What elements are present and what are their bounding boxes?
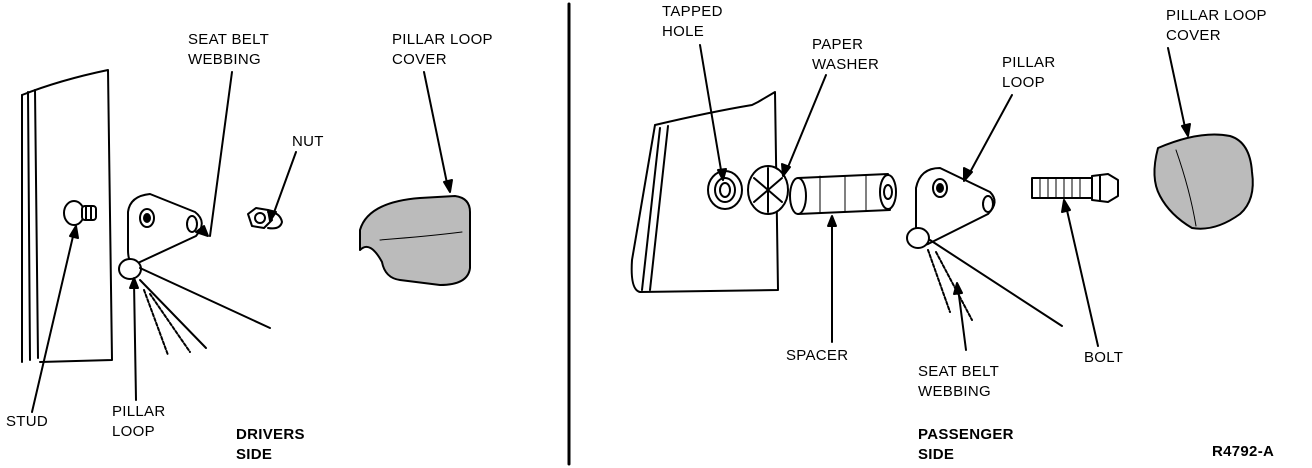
passenger-side-seat-belt-webbing xyxy=(928,240,1062,326)
label-seat-belt-webbing-left: SEAT BELT WEBBING xyxy=(188,31,270,68)
label-paper-washer: PAPER WASHER xyxy=(812,36,880,73)
passenger-side-pillar-panel xyxy=(632,92,778,292)
figure-code: R4792-A xyxy=(1212,443,1275,460)
drivers-side-seat-belt-webbing xyxy=(140,268,270,355)
nut xyxy=(248,208,282,228)
label-bolt: BOLT xyxy=(1084,349,1124,366)
label-stud: STUD xyxy=(6,413,49,430)
label-pillar-loop-cover-left: PILLAR LOOP COVER xyxy=(392,31,493,68)
label-passenger-side: PASSENGER SIDE xyxy=(918,426,1014,463)
drivers-side-pillar-loop-cover xyxy=(360,196,470,285)
label-tapped-hole: TAPPED HOLE xyxy=(662,3,723,40)
label-seat-belt-webbing-right: SEAT BELT WEBBING xyxy=(918,363,1000,400)
label-spacer: SPACER xyxy=(786,347,849,364)
label-pillar-loop-left: PILLAR LOOP xyxy=(112,403,166,440)
passenger-side-pillar-loop-cover xyxy=(1154,135,1252,229)
drivers-side-pillar-loop xyxy=(119,194,202,279)
label-pillar-loop-right: PILLAR LOOP xyxy=(1002,54,1056,91)
bolt xyxy=(1032,174,1118,202)
label-nut: NUT xyxy=(292,133,324,150)
passenger-side-leader-lines xyxy=(700,45,1190,350)
tapped-hole xyxy=(708,171,742,209)
label-drivers-side: DRIVERS SIDE xyxy=(236,426,305,463)
paper-washer xyxy=(748,166,788,214)
drivers-side-pillar-panel xyxy=(22,70,112,362)
passenger-side-pillar-loop xyxy=(907,168,995,248)
spacer xyxy=(790,174,896,214)
label-pillar-loop-cover-right: PILLAR LOOP COVER xyxy=(1166,7,1267,44)
drivers-side-leader-lines xyxy=(32,72,452,412)
stud xyxy=(64,201,96,225)
